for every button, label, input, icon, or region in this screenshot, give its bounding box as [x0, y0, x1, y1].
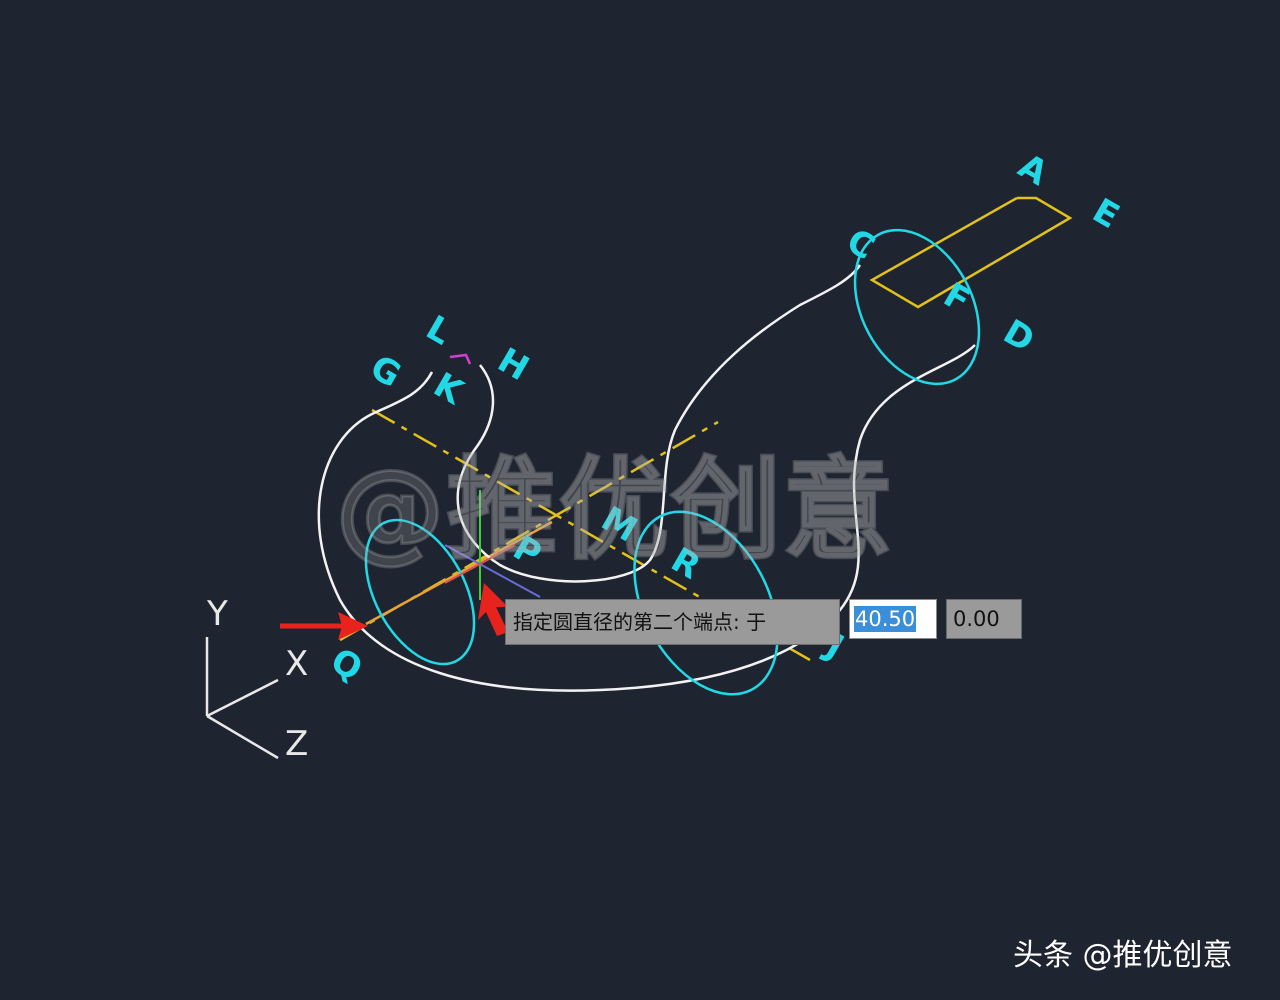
- label-d: D: [997, 312, 1041, 361]
- ucs-icon: Y X Z: [205, 594, 308, 764]
- label-g: G: [363, 347, 407, 396]
- dynamic-input-value-2[interactable]: 0.00: [946, 599, 1022, 639]
- red-arrow-left: [280, 612, 368, 640]
- diameter-line: [365, 520, 553, 626]
- path-curve-outer: [317, 344, 976, 692]
- label-f: F: [937, 275, 977, 321]
- endpoint-marker: [449, 353, 472, 365]
- label-a: A: [1012, 146, 1055, 194]
- dynamic-input-value-1[interactable]: 40.50: [849, 599, 937, 639]
- footer-credit: 头条 @推优创意: [1013, 938, 1233, 973]
- ucs-x-label: X: [285, 644, 308, 684]
- watermark: @推优创意: [334, 445, 895, 576]
- selected-value[interactable]: 40.50: [854, 606, 917, 632]
- ucs-z-label: Z: [285, 724, 308, 764]
- label-l: L: [419, 308, 458, 353]
- label-c: C: [840, 221, 882, 268]
- dynamic-input-prompt: 指定圆直径的第二个端点: 于: [505, 599, 840, 645]
- label-h: H: [491, 340, 536, 389]
- label-k: K: [427, 365, 471, 414]
- crosshair-cursor: [444, 490, 541, 600]
- red-arrow-right: [478, 583, 508, 636]
- circle-q-p: [364, 518, 476, 666]
- slot-outline: [869, 196, 1073, 309]
- label-e: E: [1086, 191, 1126, 237]
- label-q: Q: [324, 641, 369, 690]
- ucs-y-label: Y: [206, 594, 228, 634]
- path-curve-inner: [456, 264, 862, 583]
- circle-c-f: [853, 228, 981, 386]
